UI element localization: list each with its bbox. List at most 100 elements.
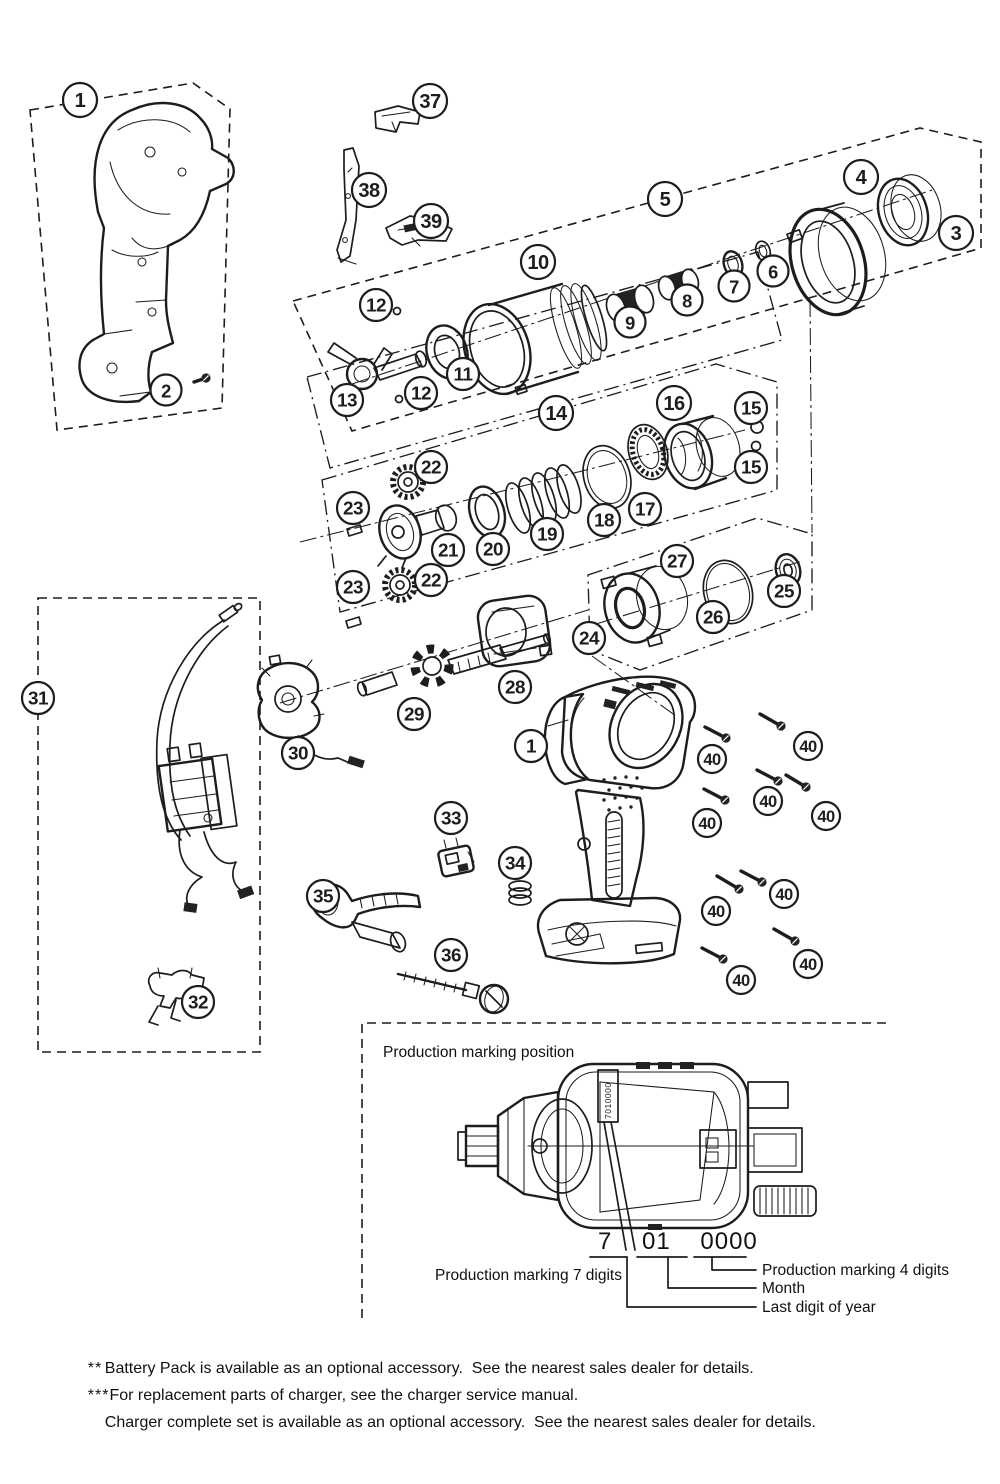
svg-text:23: 23 bbox=[343, 499, 363, 520]
callout-21: 21 bbox=[430, 532, 466, 568]
callout-16: 16 bbox=[655, 384, 693, 422]
svg-text:25: 25 bbox=[774, 582, 794, 603]
group-box-hammer-case-set bbox=[291, 127, 982, 432]
svg-text:40: 40 bbox=[775, 886, 793, 904]
callout-1: 1 bbox=[61, 81, 99, 119]
svg-text:12: 12 bbox=[411, 384, 431, 405]
callout-12: 12 bbox=[358, 287, 394, 323]
part-22-gear-lower-drawing bbox=[382, 567, 418, 603]
callout-23: 23 bbox=[335, 569, 371, 605]
svg-text:5: 5 bbox=[660, 189, 671, 211]
production-7digits-label: Production marking 7 digits bbox=[435, 1267, 622, 1284]
part-29-rotor-drawing bbox=[356, 633, 552, 697]
svg-text:2: 2 bbox=[161, 381, 171, 402]
marking-vertical-text: 7010000 bbox=[603, 1082, 613, 1119]
callout-3: 3 bbox=[937, 214, 975, 252]
callout-27: 27 bbox=[659, 543, 695, 579]
callout-40: 40 bbox=[810, 800, 842, 832]
svg-text:30: 30 bbox=[288, 744, 308, 765]
callout-40: 40 bbox=[752, 785, 784, 817]
svg-text:12: 12 bbox=[366, 296, 386, 317]
footnote-text: For replacement parts of charger, see th… bbox=[109, 1387, 579, 1404]
callout-26: 26 bbox=[695, 599, 731, 635]
part-31-switch-assembly-drawing bbox=[155, 602, 255, 913]
callout-29: 29 bbox=[396, 696, 432, 732]
part-17-ball-retainer-drawing bbox=[627, 423, 669, 481]
callout-15: 15 bbox=[733, 449, 769, 485]
part-21-spindle-drawing bbox=[377, 504, 458, 569]
callout-14: 14 bbox=[537, 394, 575, 432]
svg-text:17: 17 bbox=[635, 500, 655, 521]
part-15-balls-drawing bbox=[750, 420, 764, 452]
svg-text:36: 36 bbox=[441, 946, 461, 967]
callout-40: 40 bbox=[768, 878, 800, 910]
svg-text:20: 20 bbox=[483, 540, 503, 561]
part-23-pin-upper-drawing bbox=[346, 524, 363, 537]
production-position-label: Production marking position bbox=[383, 1044, 574, 1061]
callout-19: 19 bbox=[529, 516, 565, 552]
part-16-clutch-drum-drawing bbox=[662, 414, 741, 491]
group-box-switch-set bbox=[37, 597, 261, 1053]
callout-18: 18 bbox=[586, 502, 622, 538]
part-1-assembled-tool-drawing bbox=[536, 675, 697, 965]
screw-drawing bbox=[772, 927, 800, 946]
callout-1: 1 bbox=[513, 728, 549, 764]
svg-text:15: 15 bbox=[741, 399, 761, 420]
footnote-text: Battery Pack is available as an optional… bbox=[104, 1360, 754, 1377]
part-30-brush-holder-drawing bbox=[256, 654, 365, 769]
screw-drawing bbox=[702, 787, 730, 805]
callout-40: 40 bbox=[792, 730, 824, 762]
callout-34: 34 bbox=[497, 845, 533, 881]
svg-text:40: 40 bbox=[799, 738, 817, 756]
callout-20: 20 bbox=[475, 531, 511, 567]
svg-text:3: 3 bbox=[951, 223, 962, 245]
callout-13: 13 bbox=[329, 382, 365, 418]
production-month-label: Month bbox=[762, 1280, 805, 1297]
svg-text:9: 9 bbox=[625, 313, 635, 334]
svg-text:22: 22 bbox=[421, 458, 441, 479]
callout-39: 39 bbox=[412, 202, 450, 240]
screw-drawing bbox=[715, 874, 744, 894]
svg-text:40: 40 bbox=[799, 956, 817, 974]
screw-drawing bbox=[703, 725, 731, 743]
screws-layer bbox=[192, 373, 811, 964]
production-digits-legend: 7 01 0000 Production marking position Pr… bbox=[383, 1044, 949, 1316]
callout-35: 35 bbox=[305, 878, 341, 914]
footnote-charger-parts: ***For replacement parts of charger, see… bbox=[70, 1367, 578, 1424]
svg-text:35: 35 bbox=[313, 887, 333, 908]
screw-drawing bbox=[755, 768, 783, 786]
screw-drawing bbox=[700, 946, 728, 964]
production-marking-tool-topview: 7010000 bbox=[457, 1062, 817, 1251]
svg-text:29: 29 bbox=[404, 705, 424, 726]
callout-4: 4 bbox=[842, 158, 880, 196]
callout-6: 6 bbox=[756, 254, 790, 288]
callout-31: 31 bbox=[20, 680, 56, 716]
svg-text:21: 21 bbox=[438, 541, 458, 562]
part-26-o-ring-drawing bbox=[702, 559, 754, 625]
part-1-housing-half-drawing bbox=[78, 101, 235, 404]
footnote-battery-pack: **Battery Pack is available as an option… bbox=[70, 1340, 754, 1397]
svg-text:10: 10 bbox=[527, 252, 549, 274]
footnote-marker: ** bbox=[87, 1360, 103, 1377]
callout-37: 37 bbox=[411, 82, 449, 120]
svg-text:11: 11 bbox=[454, 365, 473, 386]
callout-33: 33 bbox=[433, 800, 469, 836]
part-3-cap-drawing bbox=[876, 174, 942, 247]
callout-17: 17 bbox=[627, 491, 663, 527]
svg-text:32: 32 bbox=[188, 993, 208, 1014]
callout-40: 40 bbox=[792, 948, 824, 980]
callout-12: 12 bbox=[403, 375, 439, 411]
screw-drawing bbox=[192, 373, 211, 384]
callout-40: 40 bbox=[696, 743, 728, 775]
part-12-steel-balls-drawing bbox=[392, 306, 404, 404]
callout-36: 36 bbox=[433, 937, 469, 973]
screw-drawing bbox=[758, 712, 786, 731]
svg-text:40: 40 bbox=[759, 793, 777, 811]
svg-text:27: 27 bbox=[667, 552, 687, 573]
callout-10: 10 bbox=[519, 243, 557, 281]
part-27-bearing-holder-drawing bbox=[600, 565, 689, 648]
callout-2: 2 bbox=[149, 373, 183, 407]
